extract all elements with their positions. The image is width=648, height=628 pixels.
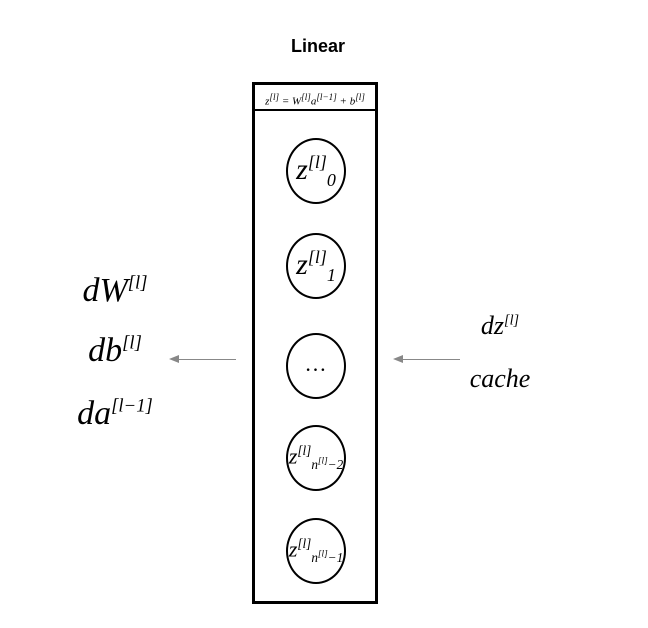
neuron-ellipsis: … (286, 333, 346, 399)
linear-layer-box: z[l] = W[l]a[l−1] + b[l] z[l]0 z[l]1 … z… (252, 82, 378, 604)
neuron-z-n-minus-2: z[l]n[l]−2 (286, 425, 346, 491)
linear-equation: z[l] = W[l]a[l−1] + b[l] (255, 85, 375, 111)
input-cache: cache (469, 364, 531, 393)
output-db: db[l] (88, 332, 142, 369)
neuron-z-n-minus-1: z[l]n[l]−1 (286, 518, 346, 584)
right-arrow-head (393, 355, 403, 363)
left-arrow (169, 355, 236, 363)
neuron-z1: z[l]1 (286, 233, 346, 299)
output-dW: dW[l] (82, 272, 148, 309)
left-arrow-head (169, 355, 179, 363)
neuron-z0: z[l]0 (286, 138, 346, 204)
diagram-title: Linear (290, 36, 346, 56)
right-arrow (393, 355, 460, 363)
output-da: da[l−1] (77, 395, 153, 432)
input-dz: dz[l] (480, 311, 520, 340)
